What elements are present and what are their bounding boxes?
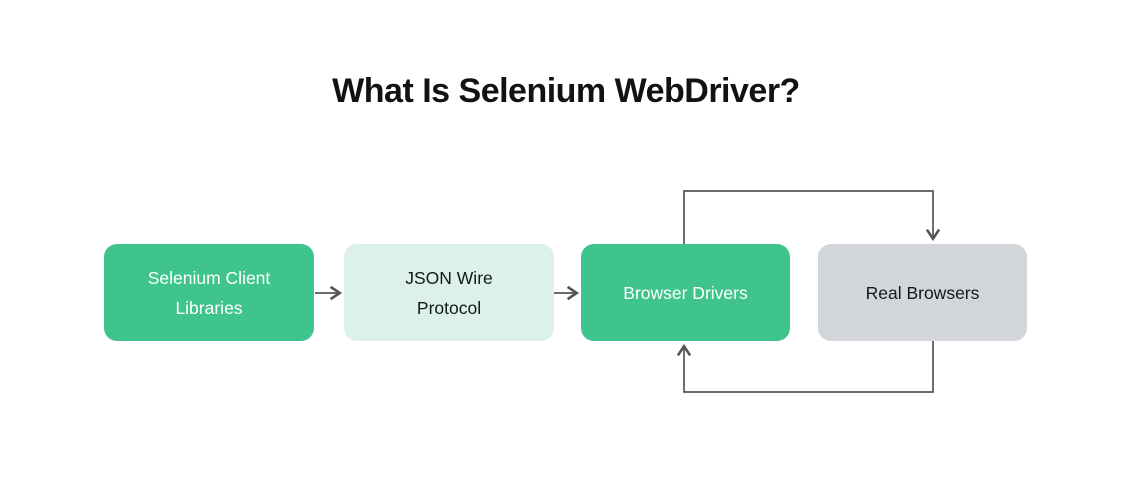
page-title: What Is Selenium WebDriver? <box>332 72 800 110</box>
box-json-wire-protocol: JSON Wire Protocol <box>344 244 554 341</box>
box-real-browsers-label: Real Browsers <box>865 282 980 303</box>
box-selenium-client-libraries-label: Selenium Client Libraries <box>147 267 271 318</box>
box-browser-drivers: Browser Drivers <box>581 244 790 341</box>
box-real-browsers: Real Browsers <box>818 244 1027 341</box>
box-browser-drivers-label: Browser Drivers <box>623 282 748 303</box>
arrow-browsers-to-drivers-bottom-loop <box>676 341 934 393</box>
arrow-drivers-to-browsers-top-loop <box>683 190 941 244</box>
box-selenium-client-libraries: Selenium Client Libraries <box>104 244 314 341</box>
box-json-wire-protocol-label: JSON Wire Protocol <box>405 267 493 318</box>
